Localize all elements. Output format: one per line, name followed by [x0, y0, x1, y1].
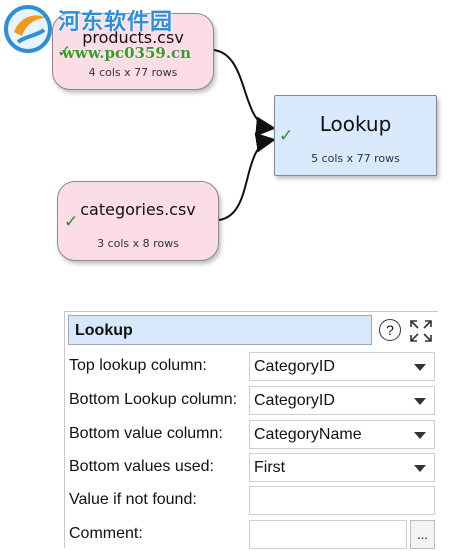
- field-label: Bottom Lookup column:: [69, 391, 238, 408]
- node-name: categories.csv: [80, 200, 196, 219]
- select-value: CategoryName: [254, 426, 362, 443]
- dropdown-arrow-icon: [414, 364, 426, 371]
- bottom-value-column-select[interactable]: CategoryName: [249, 420, 435, 449]
- connections-layer: [213, 49, 276, 221]
- panel-title: Lookup: [75, 322, 133, 339]
- connection-categories-to-lookup: [218, 132, 276, 221]
- bottom-lookup-column-select[interactable]: CategoryID: [249, 386, 435, 415]
- field-label: Bottom value column:: [69, 425, 223, 442]
- node-dimensions: 4 cols x 77 rows: [88, 66, 178, 79]
- node-name: products.csv: [82, 28, 184, 47]
- row-comment: Comment: ...: [65, 518, 439, 551]
- select-value: CategoryID: [254, 358, 335, 375]
- expand-icon[interactable]: [408, 318, 434, 344]
- select-value: CategoryID: [254, 392, 335, 409]
- row-value-if-not-found: Value if not found:: [65, 484, 439, 517]
- field-label: Comment:: [69, 525, 143, 542]
- value-if-not-found-input[interactable]: [249, 486, 435, 515]
- connection-products-to-lookup: [213, 49, 276, 137]
- panel-header: Lookup: [68, 315, 372, 345]
- dropdown-arrow-icon: [414, 432, 426, 439]
- comment-more-button[interactable]: ...: [410, 520, 435, 549]
- node-categories-csv[interactable]: ✓ categories.csv 3 cols x 8 rows: [57, 181, 219, 261]
- flow-canvas[interactable]: ✓ products.csv 4 cols x 77 rows ✓ catego…: [0, 0, 456, 300]
- check-icon: ✓: [57, 42, 72, 62]
- dropdown-arrow-icon: [414, 398, 426, 405]
- row-bottom-value-column: Bottom value column: CategoryName: [65, 418, 439, 451]
- comment-input[interactable]: [249, 520, 407, 549]
- row-bottom-values-used: Bottom values used: First: [65, 451, 439, 484]
- node-lookup[interactable]: ✓ Lookup 5 cols x 77 rows: [274, 95, 437, 176]
- select-value: First: [254, 459, 286, 476]
- node-name: Lookup: [319, 112, 392, 136]
- node-dimensions: 5 cols x 77 rows: [311, 152, 400, 165]
- row-top-lookup-column: Top lookup column: CategoryID: [65, 350, 439, 383]
- node-products-csv[interactable]: ✓ products.csv 4 cols x 77 rows: [52, 13, 214, 90]
- bottom-values-used-select[interactable]: First: [249, 453, 435, 482]
- row-bottom-lookup-column: Bottom Lookup column: CategoryID: [65, 384, 439, 417]
- check-icon: ✓: [279, 126, 294, 146]
- properties-panel: Lookup ? Top lookup column: CategoryID B…: [64, 311, 439, 551]
- field-label: Value if not found:: [69, 491, 197, 508]
- top-lookup-column-select[interactable]: CategoryID: [249, 352, 435, 381]
- node-dimensions: 3 cols x 8 rows: [97, 237, 179, 250]
- help-icon: ?: [386, 322, 394, 338]
- field-label: Top lookup column:: [69, 357, 207, 374]
- help-button[interactable]: ?: [379, 319, 401, 341]
- dropdown-arrow-icon: [414, 465, 426, 472]
- check-icon: ✓: [64, 212, 79, 232]
- field-label: Bottom values used:: [69, 458, 214, 475]
